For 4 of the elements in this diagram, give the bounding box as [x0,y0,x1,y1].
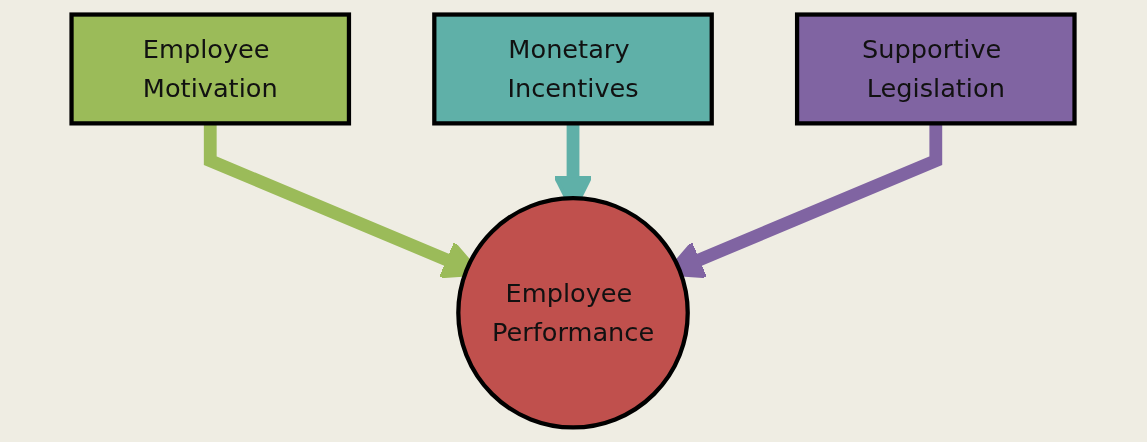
node-circle: Employee Performance [456,195,691,430]
node-box: Supportive Legislation [795,12,1078,126]
node-box: Employee Motivation [69,12,352,126]
node-box: Monetary Incentives [432,12,715,126]
